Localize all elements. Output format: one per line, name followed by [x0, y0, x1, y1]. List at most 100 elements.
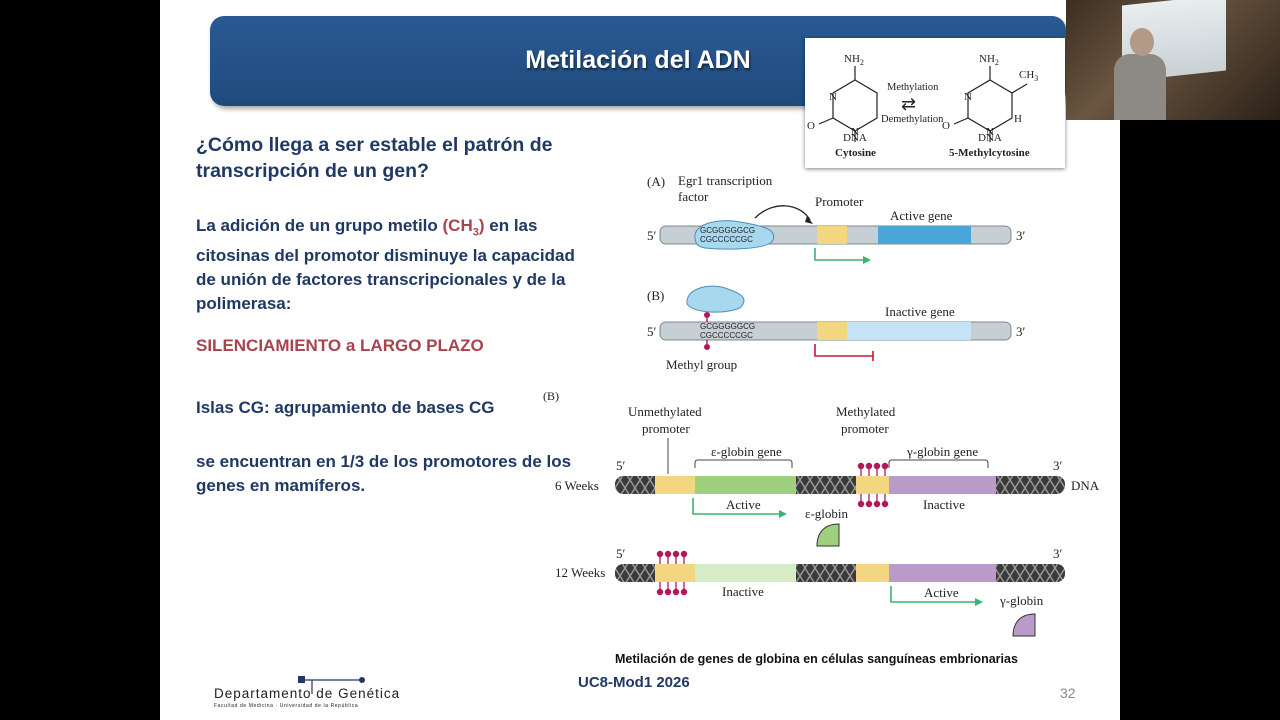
cg-sequence-top-b: GCGGGGGCG [700, 322, 755, 331]
egr1-label-2: factor [678, 189, 709, 204]
active-gene-region [878, 226, 971, 244]
cytosine-structure-diagram: NH2 N N O DNA Cytosine Methylation ⇄ Dem… [807, 53, 1038, 159]
cyt-n1: N [851, 126, 859, 138]
inactive-gene-region [847, 322, 971, 340]
slide: Metilación del ADN NH2 N N O DNA Cytosin… [160, 0, 1120, 720]
silencing-text: SILENCIAMIENTO a LARGO PLAZO [196, 336, 484, 355]
five-prime-6w: 5′ [616, 458, 626, 473]
promoter-fraction-text: se encuentran en 1/3 de los promotores d… [196, 452, 572, 495]
islands-figure-ref: (B) [543, 389, 559, 403]
active-label-6w: Active [726, 497, 761, 512]
mcyt-n1: N [986, 126, 994, 138]
active-gene-label: Active gene [890, 208, 953, 223]
cyt-nh2: NH2 [844, 53, 864, 67]
mcyt-ch3: CH3 [1019, 69, 1038, 83]
epsilon-gene-6w [695, 476, 796, 494]
gamma-globin-label: γ-globin [999, 593, 1044, 608]
epsilon-gene-12w [695, 564, 796, 582]
methylated-label-2: promoter [841, 421, 889, 436]
methyl-group-top [704, 312, 710, 318]
demethylation-label: Demethylation [881, 114, 944, 125]
blocked-factor-shape [686, 285, 745, 313]
gamma-gene-12w [889, 564, 996, 582]
department-name: Departamento de Genética [214, 686, 400, 701]
course-code: UC8-Mod1 2026 [578, 674, 690, 691]
inactive-label-6w: Inactive [923, 497, 965, 512]
three-prime-b: 3′ [1016, 324, 1026, 339]
cg-islands-text: Islas CG: agrupamiento de bases CG [196, 398, 495, 417]
mcyt-n3: N [964, 91, 972, 103]
five-prime-12w: 5′ [616, 546, 626, 561]
mcyt-dna: DNA [978, 132, 1002, 144]
cg-sequence-bottom-a: CGCCCCCGC [700, 235, 753, 244]
epsilon-promoter-6w [655, 476, 695, 494]
egr1-label-1: Egr1 transcription [678, 173, 773, 188]
cytosine-ring [832, 79, 878, 132]
unmethylated-label-1: Unmethylated [628, 404, 702, 419]
blocked-transcription [814, 344, 873, 357]
three-prime-6w: 3′ [1053, 458, 1063, 473]
dna-label: DNA [1071, 478, 1100, 493]
inactive-label-12w: Inactive [722, 584, 764, 599]
methyl-addition-text: La adición de un grupo metilo (CH3) en l… [196, 216, 575, 314]
five-prime-a: 5′ [647, 228, 657, 243]
cytosine-label: Cytosine [835, 147, 876, 159]
active-label-12w: Active [924, 585, 959, 600]
inactive-gene-label: Inactive gene [885, 304, 955, 319]
binding-arrowhead [805, 216, 813, 224]
promoter-region-a [817, 226, 847, 244]
three-prime-12w: 3′ [1053, 546, 1063, 561]
methylation-label: Methylation [887, 82, 939, 93]
cyt-dna: DNA [843, 132, 867, 144]
methylated-label-1: Methylated [836, 404, 896, 419]
promoter-region-b [817, 322, 847, 340]
department-logo: Departamento de Genética Facultad de Med… [214, 676, 400, 709]
gamma-globin-protein [1012, 613, 1036, 637]
cg-sequence-bottom-b: CGCCCCCGC [700, 331, 753, 340]
speaker-body [1114, 54, 1166, 120]
mcyt-h: H [1014, 113, 1022, 125]
methylcytosine-label: 5-Methylcytosine [949, 147, 1030, 159]
panel-b-label: (B) [647, 288, 664, 303]
epsilon-transcription-arrow [692, 498, 781, 515]
cyt-o: O [807, 120, 815, 132]
three-prime-a: 3′ [1016, 228, 1026, 243]
methyl-groups-6w [857, 462, 889, 508]
egr1-factor-shape [694, 220, 775, 250]
methylation-figure: (A) Egr1 transcription factor Promoter A… [555, 173, 1100, 637]
gamma-promoter-6w [856, 476, 889, 494]
methyl-group-bottom [704, 344, 710, 350]
gamma-gene-6w [889, 476, 996, 494]
gamma-transcription-arrow [890, 586, 977, 603]
twelve-weeks-label: 12 Weeks [555, 565, 605, 580]
mcyt-o: O [942, 120, 950, 132]
five-prime-b: 5′ [647, 324, 657, 339]
unmethylated-label-2: promoter [642, 421, 690, 436]
gamma-gene-label: γ-globin gene [906, 444, 978, 459]
page-number: 32 [1060, 685, 1076, 701]
panel-a-label: (A) [647, 174, 665, 189]
methylcytosine-ring [967, 79, 1013, 132]
gamma-promoter-12w [856, 564, 889, 582]
figure-caption: Metilación de genes de globina en célula… [615, 652, 1018, 666]
methyl-group-label: Methyl group [666, 357, 737, 372]
epsilon-gene-label: ε-globin gene [711, 444, 782, 459]
equilibrium-arrows: ⇄ [901, 94, 916, 114]
epsilon-globin-protein [816, 523, 840, 547]
promoter-label-a: Promoter [815, 194, 864, 209]
cyt-n3: N [829, 91, 837, 103]
methylation-chemistry-inset: NH2 N N O DNA Cytosine Methylation ⇄ Dem… [805, 38, 1065, 168]
speaker-video-thumbnail [1066, 0, 1280, 120]
six-weeks-label: 6 Weeks [555, 478, 599, 493]
binding-arrow [754, 205, 811, 221]
mcyt-nh2: NH2 [979, 53, 999, 67]
transcription-arrow-a [814, 248, 865, 261]
speaker-head [1130, 28, 1154, 56]
epsilon-promoter-12w [655, 564, 695, 582]
department-subtitle: Facultad de Medicina · Universidad de la… [214, 703, 358, 709]
slide-title: Metilación del ADN [525, 46, 751, 74]
cg-sequence-top-a: GCGGGGGCG [700, 226, 755, 235]
epsilon-globin-label: ε-globin [805, 506, 849, 521]
question-heading: ¿Cómo llega a ser estable el patrón de t… [196, 134, 553, 182]
ch3-formula: (CH3) [442, 216, 485, 239]
